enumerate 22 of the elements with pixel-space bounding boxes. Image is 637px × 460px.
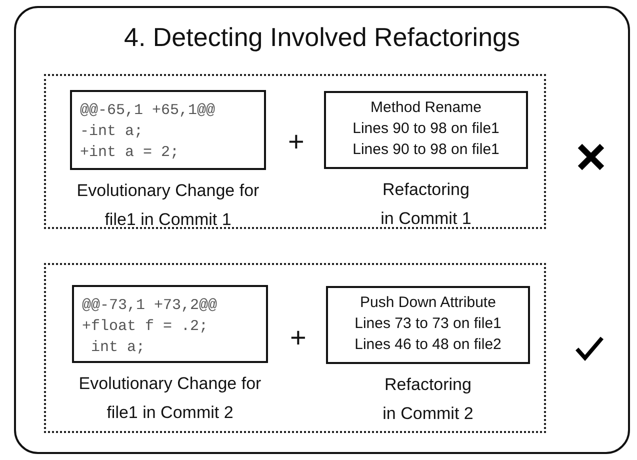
box-text: Method Rename xyxy=(370,98,482,118)
code-line: int a; xyxy=(90,338,146,358)
plus-sign: + xyxy=(288,126,304,158)
box-caption: Evolutionary Change for file1 in Commit 1 xyxy=(76,180,260,231)
box-text: Lines 90 to 98 on file1 xyxy=(352,119,500,139)
box-caption: Refactoring in Commit 2 xyxy=(382,374,474,425)
code-line: @@-65,1 +65,1@@ xyxy=(80,101,216,121)
box-text: Lines 46 to 48 on file2 xyxy=(354,335,502,355)
code-line: -int a; xyxy=(80,122,144,142)
group-frame xyxy=(44,74,546,229)
box-caption: Refactoring in Commit 1 xyxy=(380,179,472,230)
box-text: Push Down Attribute xyxy=(360,293,496,313)
code-line: +int a = 2; xyxy=(80,143,180,163)
panel-title: 4. Detecting Involved Refactorings xyxy=(123,22,521,53)
panel xyxy=(14,6,630,454)
group-frame xyxy=(44,263,546,433)
box-text: Lines 73 to 73 on file1 xyxy=(354,314,502,334)
code-line: @@-73,1 +73,2@@ xyxy=(82,296,218,316)
plus-sign: + xyxy=(290,322,306,354)
code-line: +float f = .2; xyxy=(82,317,208,337)
box-caption: Evolutionary Change for file1 in Commit 2 xyxy=(78,373,262,424)
box-text: Lines 90 to 98 on file1 xyxy=(352,140,500,160)
